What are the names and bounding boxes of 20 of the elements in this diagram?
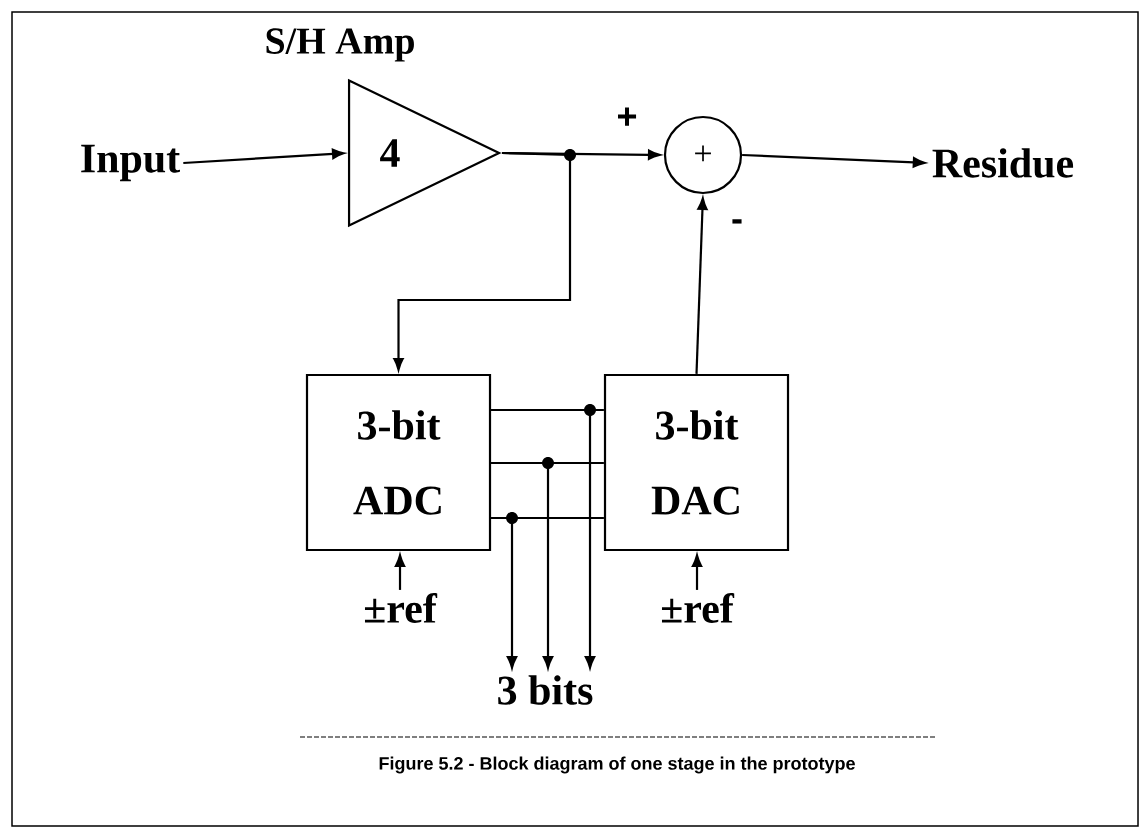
connector bbox=[491, 408, 596, 669]
connector bbox=[695, 197, 708, 374]
input-label: Input bbox=[81, 144, 180, 182]
sign-label: - bbox=[732, 219, 742, 224]
amplifier-name: S/H Amp bbox=[266, 28, 414, 62]
connector bbox=[491, 516, 518, 669]
reference-label: ±ref bbox=[365, 593, 438, 623]
output-bits-label: 3 bits bbox=[498, 675, 593, 705]
connector bbox=[691, 554, 703, 590]
sign-label: + bbox=[618, 107, 637, 126]
converter-box: 3-bit DAC bbox=[603, 373, 790, 552]
connector bbox=[491, 461, 554, 669]
connector bbox=[742, 153, 926, 168]
output-label: Residue bbox=[932, 148, 1074, 178]
reference-label: ±ref bbox=[662, 593, 735, 623]
caption: Figure 5.2 - Block diagram of one stage in the prototype bbox=[379, 756, 855, 774]
summing-junction: + bbox=[663, 115, 743, 195]
converter-box: 3-bit ADC bbox=[305, 373, 492, 552]
connector bbox=[394, 554, 406, 590]
connector bbox=[183, 148, 345, 165]
